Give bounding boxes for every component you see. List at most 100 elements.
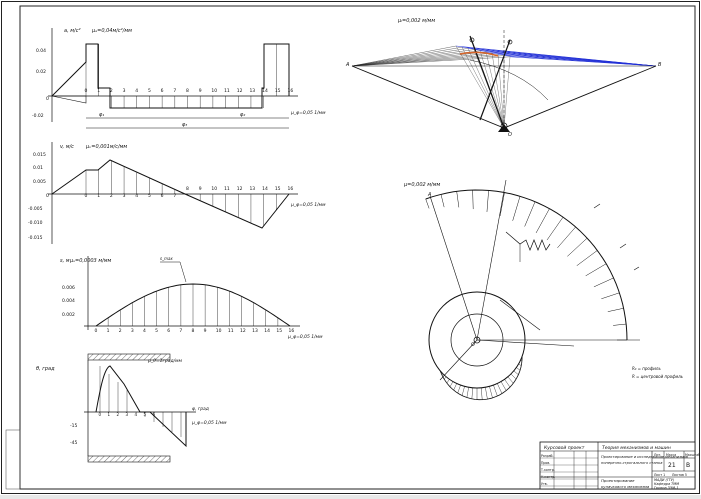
margin-strip [5, 429, 21, 490]
angle-phase-mark: 6 [153, 412, 156, 417]
phi-label-1: φ₁ [99, 112, 104, 118]
disp-phase-mark: 9 [204, 328, 207, 334]
disp-phase-mark: 6 [167, 328, 170, 334]
disp-phase-mark: 4 [143, 328, 146, 334]
vel-phase-mark: 14 [262, 186, 268, 192]
velocity-hatching [85, 160, 277, 226]
acc-phase-mark: 11 [224, 88, 230, 94]
cam-graduation [576, 250, 598, 266]
fan-line-left [351, 55, 505, 67]
cam-graduation [557, 226, 576, 249]
cam-lobe-hatch [497, 383, 503, 394]
fan-line-bottom [461, 47, 505, 129]
cam-lobe-hatch [510, 373, 517, 380]
cam-label-o: O [471, 342, 475, 348]
angle-phase-mark: 1 [108, 412, 111, 417]
disp-phase-mark: 0 [95, 328, 98, 334]
acc-phase-mark: 1 [97, 88, 100, 94]
acc-phase-mark: 3 [123, 88, 126, 94]
tb-org-3: Группа ЗЭМ-1 [654, 486, 679, 490]
cam-graduations [425, 190, 627, 341]
cam-graduation [546, 216, 564, 241]
cam-lobe-hatch [513, 370, 519, 375]
disp-phase-mark: 16 [289, 328, 295, 334]
cam-graduation [601, 292, 620, 300]
acc-phase-mark: 8 [186, 88, 189, 94]
acc-tick-3: 0 [46, 96, 49, 102]
angle-mu-label: μ_φ=0,05 1/мм [191, 420, 227, 426]
tb-role-label: Пров. [541, 461, 550, 465]
vel-phase-mark: 10 [211, 186, 217, 192]
cam-lobe-hatch [446, 379, 450, 384]
link-right [503, 65, 657, 129]
disp-phase-mark: 8 [192, 328, 195, 334]
angle-tick-2: -45 [70, 440, 77, 446]
cam-lobe-hatch [493, 385, 498, 397]
cam-lobe-hatch [504, 379, 511, 388]
cam-graduation [607, 308, 624, 312]
acceleration-hatching [85, 44, 290, 108]
cam-outer-profile [425, 189, 628, 341]
cam-note-2: R = центровой профиль [632, 374, 684, 379]
vel-phase-mark: 4 [135, 193, 138, 199]
vel-phase-mark: 13 [249, 186, 255, 192]
vel-phase-mark: 12 [237, 186, 243, 192]
cam-lobe-hatch [485, 387, 488, 400]
disp-phase-mark: 15 [276, 328, 282, 334]
acc-phase-mark: 9 [199, 88, 202, 94]
cam-graduation [425, 198, 430, 209]
vel-phase-mark: 1 [97, 193, 100, 199]
acceleration-curve [51, 43, 290, 109]
joint-b [507, 39, 513, 45]
tb-role-label: Н.контр. [541, 475, 555, 479]
cam-graduation [585, 263, 607, 277]
fan-line-left [351, 53, 493, 67]
cam-lobe-hatch [441, 373, 444, 376]
cam-lobe-hatch [507, 376, 514, 384]
cam-scale: μ=0,002 м/мм [403, 182, 441, 188]
tb-course-title: Курсовой проект [544, 445, 585, 451]
arc-path [469, 59, 549, 101]
acc-phase-mark: 6 [161, 88, 164, 94]
mechanism-fan-lines [351, 45, 657, 129]
angle-phase-mark: 4 [135, 412, 138, 417]
fan-line-left [351, 56, 511, 67]
acc-tick-2: 0.02 [36, 69, 46, 75]
acceleration-scale: μₐ=0,04м/с²/мм [91, 28, 132, 34]
fan-line-left [351, 45, 457, 67]
vel-tick-7: -0.015 [28, 235, 43, 241]
mechanism-diagram: μₗ=0,002 м/мм A B O [345, 18, 662, 138]
upper-limit-band [87, 353, 171, 361]
displacement-scale: μₛ=0,0003 м/мм [69, 258, 112, 264]
cam-lobe-hatch [516, 367, 521, 371]
tb-scale: Масштаб [685, 453, 700, 457]
fan-line-bottom [455, 45, 505, 129]
velocity-y-label: v, м/с [60, 144, 74, 150]
acc-phase-mark: 5 [148, 88, 151, 94]
acc-mu-label: μ_φ=0,05 1/мм [290, 110, 326, 116]
cam-diagram: μ=0,002 м/мм A O R₀ = профиль R = центро… [403, 179, 684, 401]
phi-label-3: φ₃ [182, 122, 187, 128]
cam-lobe-hatch [449, 381, 454, 387]
vel-tick-1: 0.015 [33, 152, 46, 158]
disp-phase-mark: 12 [240, 328, 246, 334]
acc-tick-4: -0.02 [32, 113, 44, 119]
cam-graduation [456, 191, 460, 208]
cam-lobe-outline [439, 356, 523, 401]
acceleration-y-label: a, м/с² [64, 28, 80, 34]
vel-phase-mark: 5 [148, 193, 151, 199]
fan-line-left [351, 51, 487, 67]
cam-graduation [593, 277, 614, 288]
tb-sheet-number: 21 [668, 462, 676, 469]
acc-phase-mark: 7 [173, 88, 176, 94]
cam-graduation [535, 208, 550, 234]
title-block: Разраб.Пров.Т.контр.Н.контр.Утв. Курсово… [539, 441, 700, 490]
vel-phase-mark: 2 [110, 193, 113, 199]
cam-lower-hatching [439, 356, 523, 401]
crank-1 [469, 35, 505, 129]
